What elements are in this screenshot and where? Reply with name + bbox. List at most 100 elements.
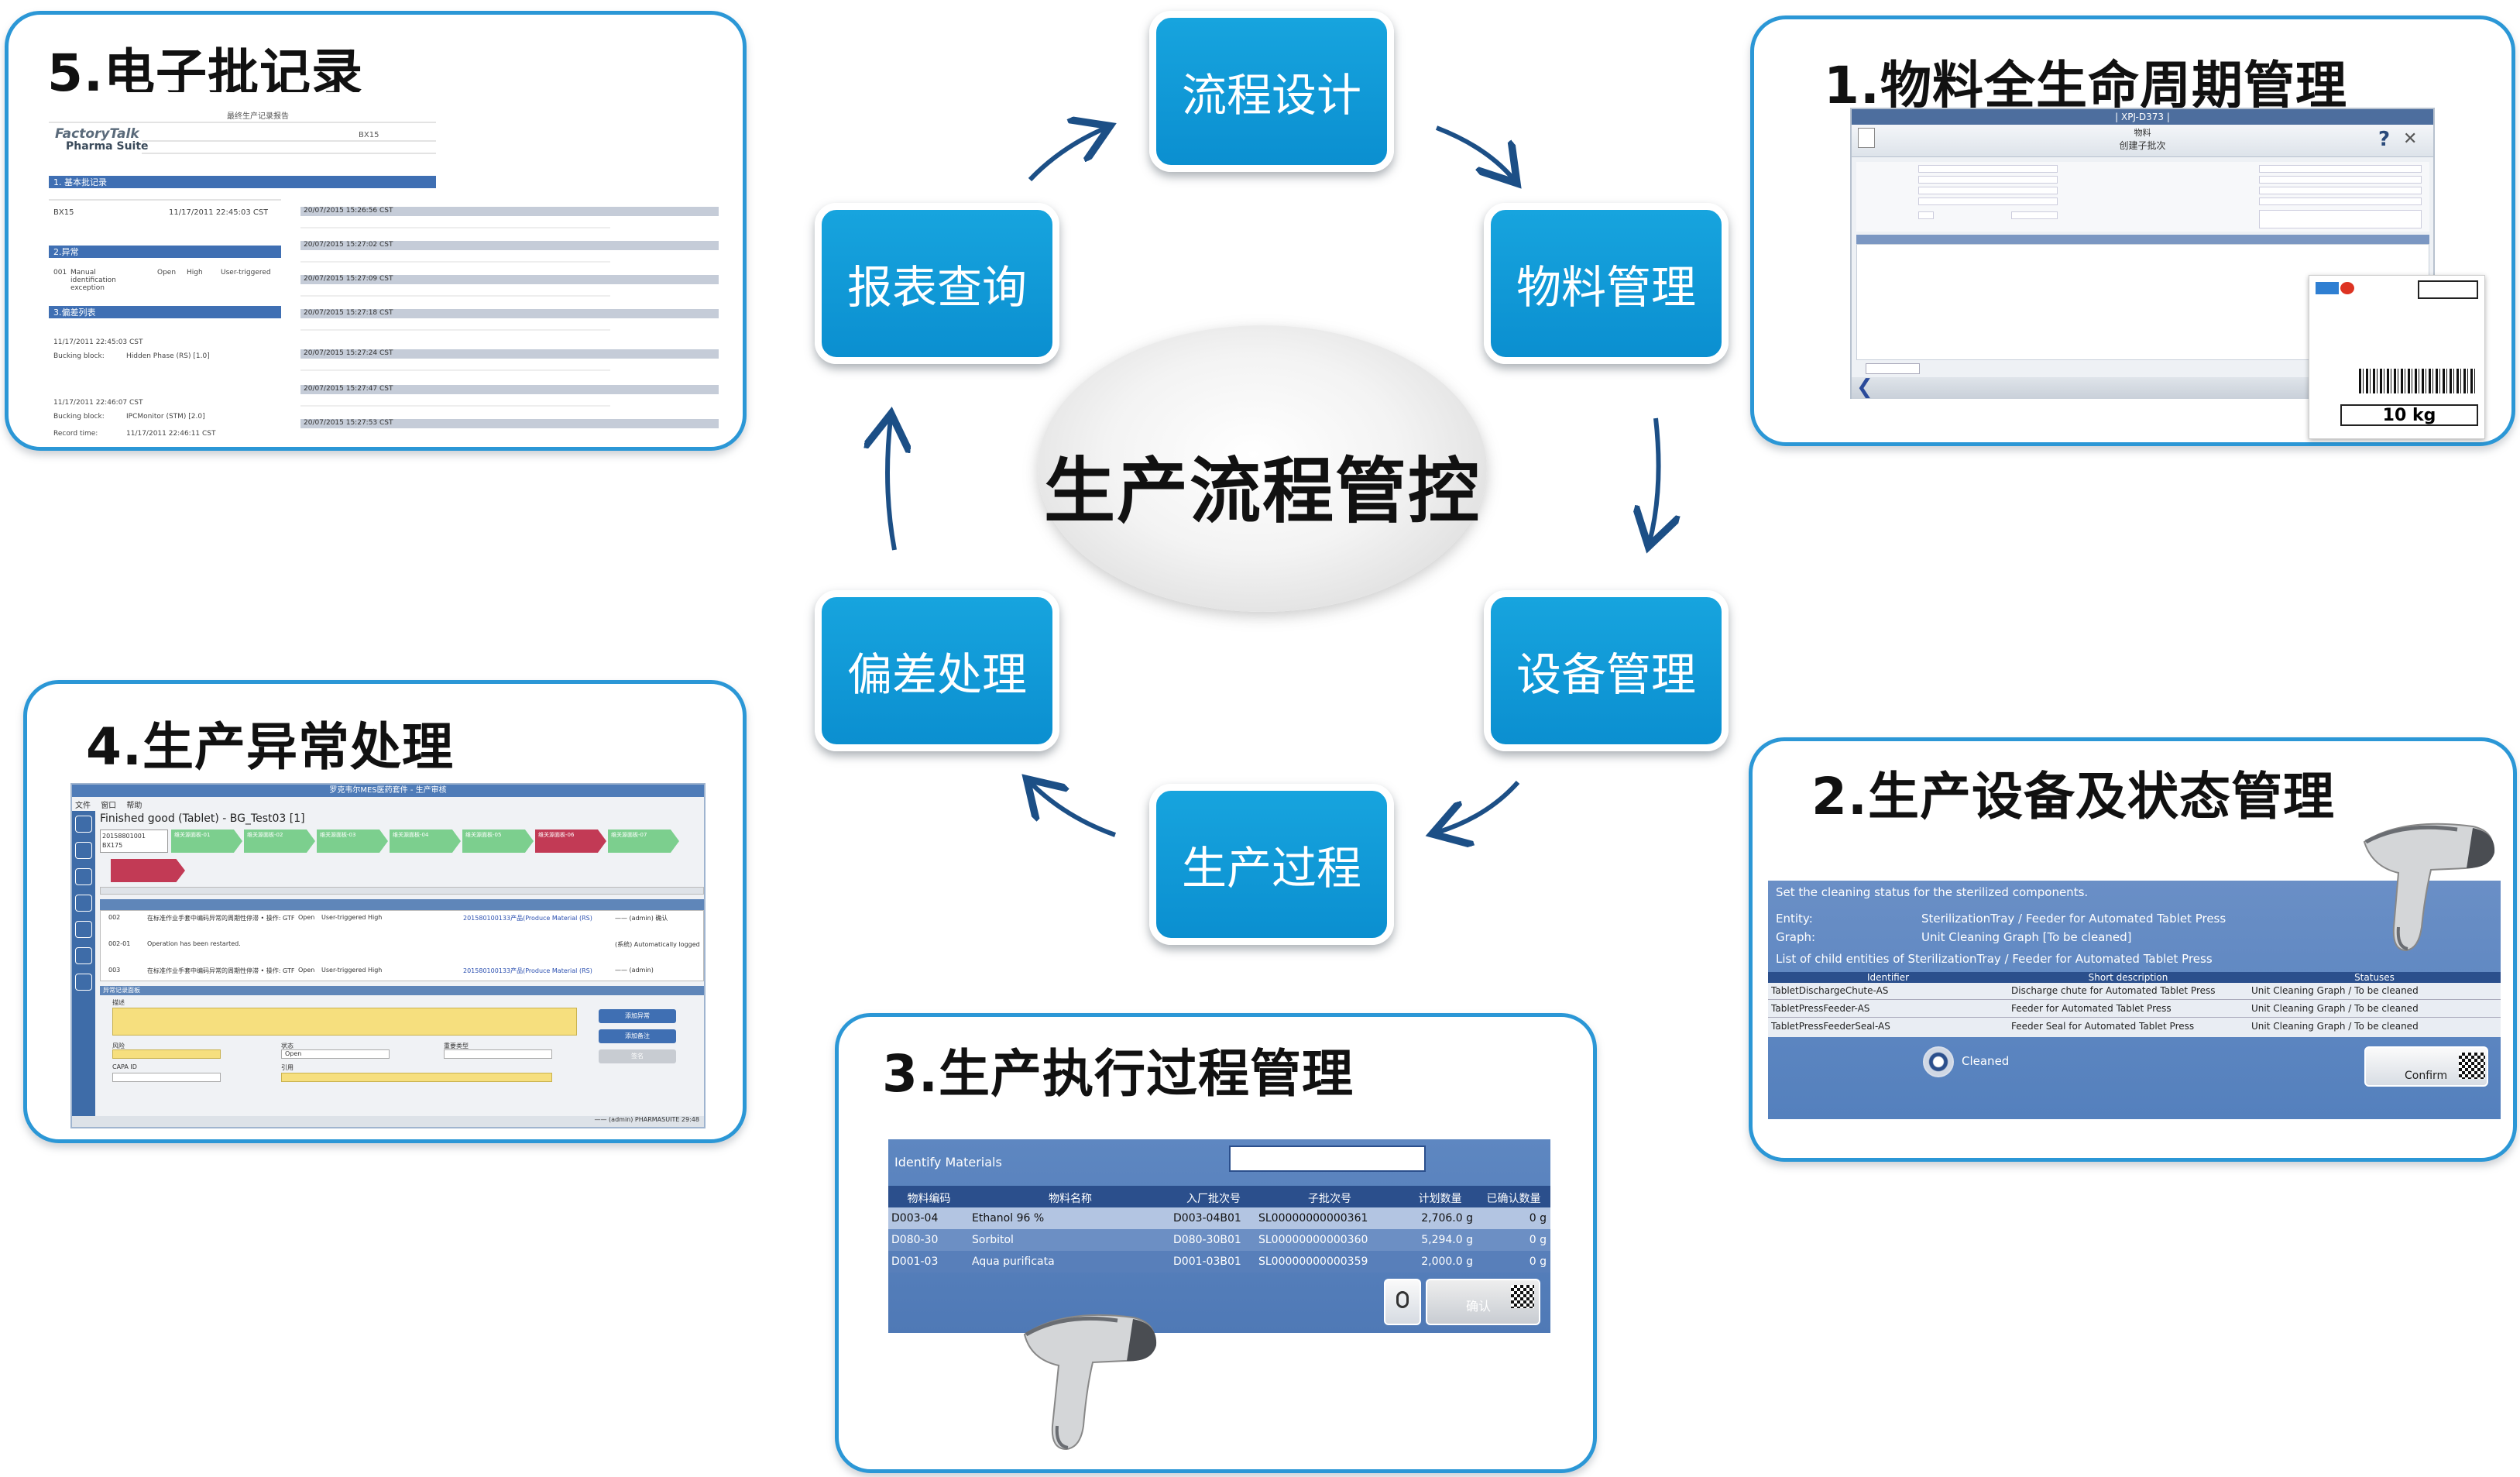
field[interactable] — [2259, 210, 2422, 228]
node-production-process[interactable]: 生产过程 — [1149, 784, 1394, 945]
table-row[interactable]: TabletPressFeederSeal-AS Feeder Seal for… — [1768, 1018, 2501, 1036]
horizontal-scrollbar[interactable] — [100, 887, 704, 895]
record-row-label: Bucking block: — [53, 413, 105, 421]
cell: 5,294.0 g — [1421, 1234, 1473, 1246]
sign-button[interactable]: 签名 — [599, 1049, 676, 1063]
cell: D001-03B01 — [1173, 1255, 1241, 1268]
node-deviation-handling[interactable]: 偏差处理 — [815, 590, 1059, 751]
step-chip[interactable]: 维关源面板-07 — [608, 830, 679, 853]
confirm-label: 确认 — [1466, 1299, 1492, 1314]
document-icon[interactable] — [1858, 128, 1875, 148]
risk-select[interactable] — [444, 1049, 552, 1059]
sidebar-icon[interactable] — [75, 816, 92, 833]
sidebar-icon[interactable] — [75, 974, 92, 991]
cell: Unit Cleaning Graph / To be cleaned — [2251, 985, 2419, 996]
label-ref: 引用 — [281, 1064, 294, 1071]
table-header — [1856, 235, 2429, 244]
field[interactable] — [2259, 198, 2422, 205]
field[interactable] — [1918, 198, 2058, 205]
help-icon[interactable]: ? — [2378, 128, 2391, 151]
cell: 2,706.0 g — [1421, 1212, 1473, 1225]
step-chip-error[interactable]: 维关源面板-06 — [535, 830, 606, 853]
field[interactable] — [1918, 176, 2058, 184]
field[interactable] — [2259, 187, 2422, 194]
cell-link[interactable]: 201580100133产品(Produce Material (RS) — [463, 915, 592, 922]
log-timestamp: 20/07/2015 15:27:09 CST — [304, 275, 393, 283]
table-row[interactable]: TabletPressFeeder-AS Feeder for Automate… — [1768, 1001, 2501, 1018]
confirm-button[interactable]: Confirm — [2364, 1046, 2488, 1087]
sidebar-icon[interactable] — [75, 842, 92, 859]
exception-priority: High — [187, 269, 203, 277]
panel-title: 3.生产执行过程管理 — [882, 1044, 1354, 1104]
description-input[interactable] — [112, 1008, 577, 1036]
cell: SL00000000000360 — [1258, 1234, 1368, 1246]
arrow-process-to-deviation — [1030, 782, 1117, 837]
field[interactable] — [1918, 187, 2058, 194]
panel-title: 1.物料全生命周期管理 — [1824, 56, 2347, 115]
node-material-management[interactable]: 物料管理 — [1484, 203, 1729, 364]
sidebar-icon[interactable] — [75, 921, 92, 938]
node-process-design[interactable]: 流程设计 — [1149, 11, 1394, 172]
status-select[interactable]: Open — [281, 1049, 390, 1059]
reference-input[interactable] — [281, 1073, 552, 1082]
cell: User-triggered High — [321, 967, 383, 974]
field[interactable] — [2259, 165, 2422, 173]
field[interactable] — [1918, 211, 1934, 219]
category-select[interactable] — [112, 1049, 221, 1059]
step-chip[interactable]: 维关源面板-04 — [390, 830, 461, 853]
capa-input[interactable] — [112, 1073, 221, 1082]
node-report-query[interactable]: 报表查询 — [815, 203, 1059, 364]
add-note-button[interactable]: 添加备注 — [599, 1029, 676, 1043]
sidebar-icon[interactable] — [75, 868, 92, 885]
sidebar-icon[interactable] — [75, 947, 92, 964]
cell: SL00000000000361 — [1258, 1212, 1368, 1225]
table-row-selected[interactable]: D003-04 Ethanol 96 % D003-04B01 SL000000… — [888, 1207, 1550, 1229]
brand-subtitle: Pharma Suite — [66, 140, 149, 153]
field[interactable] — [1918, 165, 2058, 173]
field[interactable] — [2259, 176, 2422, 184]
prev-arrow-icon[interactable]: ❮ — [1856, 376, 1873, 399]
scan-input[interactable] — [1229, 1146, 1426, 1172]
step-chip[interactable]: 维关源面板-01 — [171, 830, 242, 853]
lock-button[interactable] — [1384, 1279, 1421, 1325]
record-row-label: Bucking block: — [53, 352, 105, 360]
add-exception-button[interactable]: 添加异常 — [599, 1009, 676, 1023]
close-icon[interactable]: ✕ — [2403, 129, 2418, 149]
confirm-button[interactable]: 确认 — [1426, 1279, 1540, 1325]
cell: D080-30B01 — [1173, 1234, 1241, 1246]
column-header: 子批次号 — [1308, 1193, 1351, 1205]
exception-table: 002 在标准作业手套中编码异常的周期性停滞 • 操作: GTF° Open U… — [100, 910, 704, 981]
input-small[interactable] — [1866, 363, 1920, 374]
cell-link[interactable]: 201580100133产品(Produce Material (RS) — [463, 967, 592, 974]
cell: 002 — [108, 914, 121, 921]
order-id: 20158801001 — [102, 833, 146, 840]
node-equipment-management[interactable]: 设备管理 — [1484, 590, 1729, 751]
step-chip[interactable]: 维关源面板-05 — [462, 830, 534, 853]
record-row-value: Hidden Phase (RS) [1.0] — [126, 352, 210, 360]
menu-file[interactable]: 文件 — [75, 802, 91, 810]
cell: TabletDischargeChute-AS — [1771, 985, 1889, 996]
hazard-icons — [2418, 280, 2478, 299]
cleaned-radio[interactable] — [1923, 1046, 1954, 1077]
log-timestamp: 20/07/2015 15:27:02 CST — [304, 241, 393, 249]
menu-help[interactable]: 帮助 — [126, 802, 142, 810]
cell: 003 — [108, 967, 121, 974]
toolbar: 物料 创建子批次 ? ✕ — [1852, 125, 2433, 157]
step-chip[interactable]: 维关源面板-02 — [244, 830, 315, 853]
panel-title: 4.生产异常处理 — [86, 717, 454, 777]
sidebar-icon[interactable] — [75, 895, 92, 912]
arrow-deviation-to-report — [887, 418, 894, 551]
record-row-date: 11/17/2011 22:46:11 CST — [126, 430, 216, 438]
dropdown[interactable] — [2011, 211, 2058, 219]
step-chip[interactable]: 维关源面板-03 — [317, 830, 388, 853]
table-row[interactable]: D001-03 Aqua purificata D001-03B01 SL000… — [888, 1251, 1550, 1273]
step-chip-error[interactable] — [111, 859, 185, 882]
graph-label: Graph: — [1776, 930, 1816, 944]
table-row[interactable]: D080-30 Sorbitol D080-30B01 SL0000000000… — [888, 1229, 1550, 1251]
label-weight-box: 10 kg — [2340, 404, 2478, 426]
equipment-app: Set the cleaning status for the steriliz… — [1768, 881, 2501, 1119]
table-row[interactable]: TabletDischargeChute-AS Discharge chute … — [1768, 983, 2501, 1000]
identify-table-header: 物料编码 物料名称 入厂批次号 子批次号 计划数量 已确认数量 — [888, 1186, 1550, 1207]
menu-window[interactable]: 窗口 — [101, 802, 117, 810]
equipment-table-header: Identifier Short description Statuses — [1768, 972, 2501, 983]
